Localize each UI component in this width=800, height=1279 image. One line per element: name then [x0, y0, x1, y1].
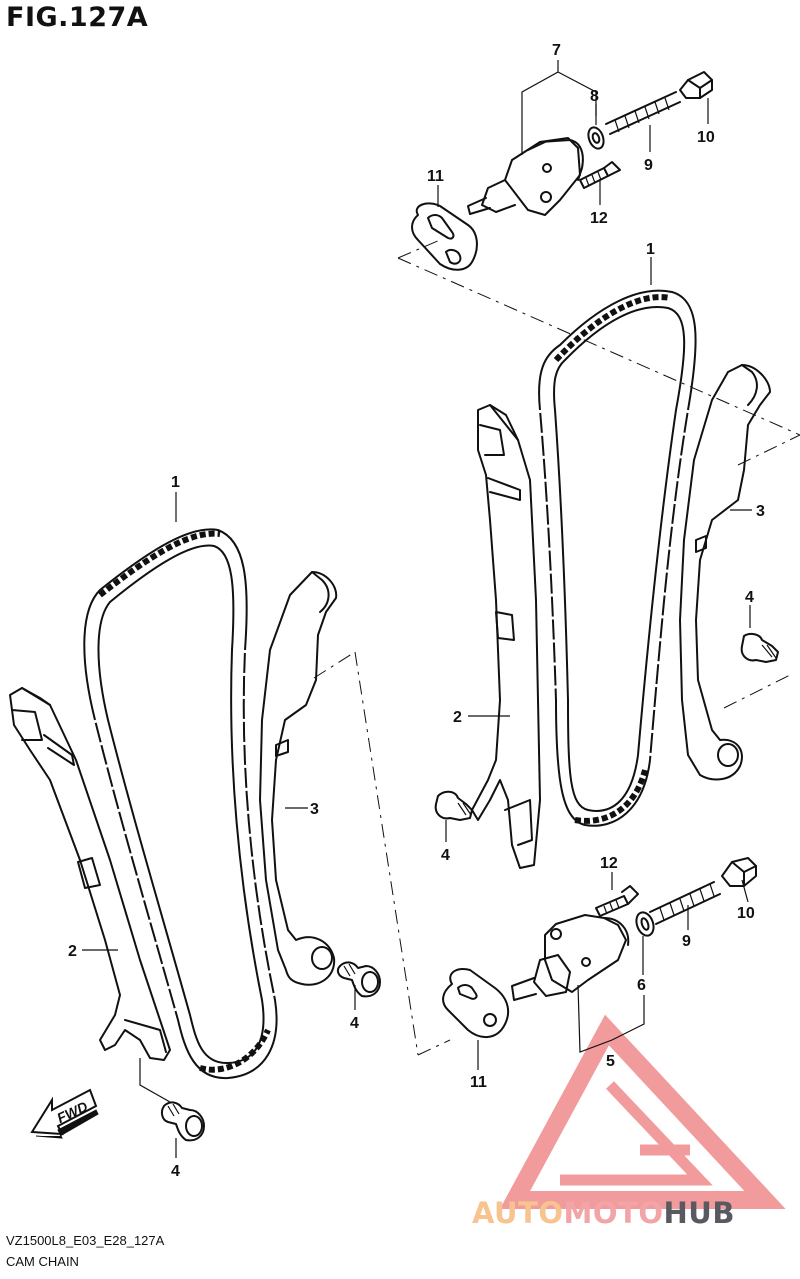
top-tensioner-assembly [411, 60, 713, 271]
watermark-brand: AUTOMOTOHUB [472, 1196, 735, 1230]
callout-lv-4b: 4 [171, 1163, 180, 1180]
right-tensioner-arm [679, 364, 771, 781]
figure-title: FIG.127A [6, 2, 149, 33]
left-bolt-bottom [160, 1101, 205, 1142]
top-small-bolt [579, 161, 621, 189]
callout-rv-2: 2 [453, 709, 462, 726]
callout-bot-10: 10 [737, 905, 755, 922]
right-chain-guide [471, 404, 541, 869]
callout-lv-4a: 4 [350, 1015, 359, 1032]
right-bolt-lower [434, 790, 473, 821]
watermark-logo [499, 1014, 786, 1209]
leader-lv-2-ext [139, 1058, 171, 1103]
bottom-gasket [442, 968, 510, 1038]
callout-lv-1: 1 [171, 474, 180, 491]
callout-rv-1: 1 [646, 241, 655, 258]
bottom-bolt [721, 857, 757, 887]
left-bolt-right [336, 961, 381, 998]
brand-hub: HUB [663, 1196, 735, 1230]
bottom-small-bolt [595, 885, 639, 917]
top-bolt [679, 71, 713, 99]
leader-bot-10 [741, 879, 749, 903]
right-bolt-upper [740, 632, 779, 663]
top-spring [605, 91, 681, 135]
callout-top-8: 8 [590, 88, 599, 105]
top-tensioner-body [467, 137, 584, 216]
callout-lv-2: 2 [68, 943, 77, 960]
reference-lines [313, 239, 800, 1056]
callout-rv-4b: 4 [441, 847, 450, 864]
bottom-spring [649, 881, 721, 925]
callout-bot-11: 11 [470, 1074, 487, 1091]
callout-top-12: 12 [590, 210, 608, 227]
left-cam-chain [83, 528, 278, 1080]
top-gasket [411, 202, 478, 271]
bottom-tensioner-body [511, 914, 630, 1001]
fwd-arrow-icon: FWD [30, 1088, 99, 1139]
brand-moto: MOTO [563, 1196, 664, 1230]
left-chain-guide [9, 687, 171, 1061]
callout-top-10: 10 [697, 129, 715, 146]
callout-rv-3: 3 [756, 503, 765, 520]
callout-bot-9: 9 [682, 933, 691, 950]
callout-top-9: 9 [644, 157, 653, 174]
callout-bot-6: 6 [637, 977, 646, 994]
right-cam-chain [537, 289, 697, 827]
callout-lv-3: 3 [310, 801, 319, 818]
callout-bot-5: 5 [606, 1053, 615, 1070]
bottom-tensioner-assembly [442, 857, 757, 1053]
top-washer [587, 126, 605, 150]
left-tensioner-arm [259, 571, 338, 986]
callout-top-11: 11 [427, 168, 444, 185]
callout-rv-4a: 4 [745, 589, 754, 606]
callout-top-7: 7 [552, 42, 561, 59]
brand-auto: AUTO [472, 1196, 564, 1230]
section-name: CAM CHAIN [6, 1254, 79, 1269]
bottom-washer [635, 911, 655, 937]
callout-bot-12: 12 [600, 855, 618, 872]
model-code: VZ1500L8_E03_E28_127A [6, 1233, 165, 1248]
